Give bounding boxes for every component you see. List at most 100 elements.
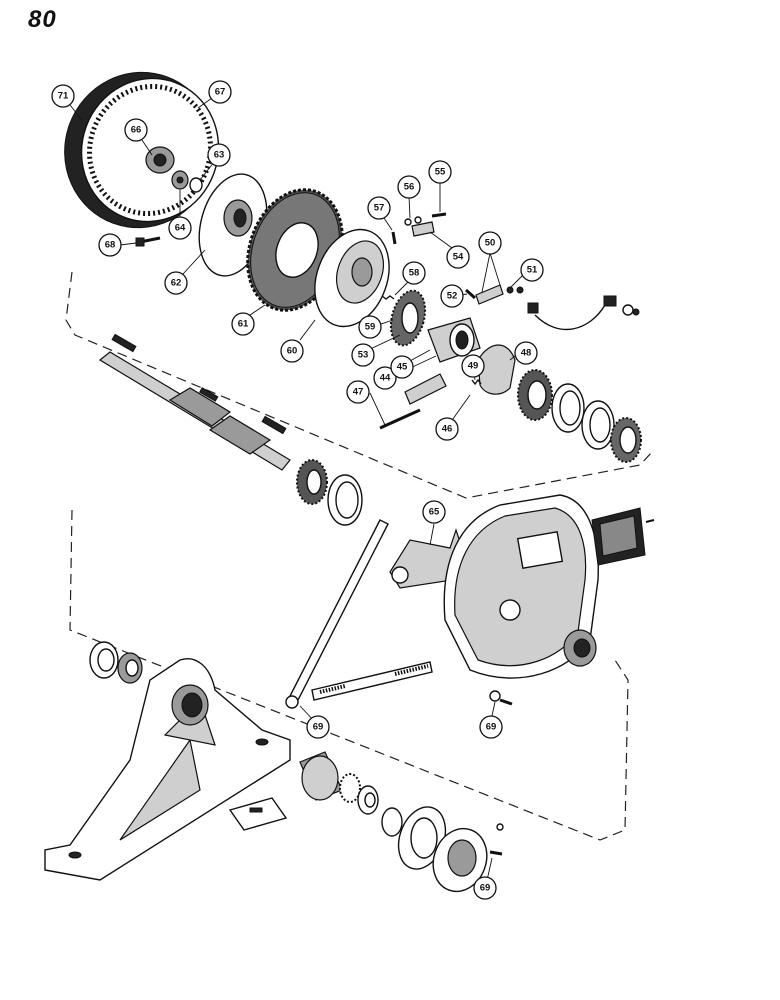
svg-text:51: 51 [527,265,538,276]
washers-part-56 [404,216,422,226]
callout-67: 67 [208,80,232,104]
svg-text:46: 46 [442,424,453,435]
lower-group-outline [69,509,629,841]
svg-text:65: 65 [429,507,440,518]
bolt-part-68 [135,236,161,247]
callout-47: 47 [346,380,370,404]
callout-58: 58 [402,261,426,285]
washer-part-63 [189,177,203,193]
svg-text:71: 71 [58,91,69,102]
svg-text:50: 50 [485,238,496,249]
bearing-cone-upper [517,369,553,421]
callout-60: 60 [280,339,304,363]
bolt-part-47 [379,408,421,430]
svg-text:45: 45 [397,362,408,373]
callout-69-housing: 69 [479,715,503,739]
svg-text:47: 47 [353,387,364,398]
spring-part-58 [381,295,395,300]
bracket-part-46 [404,373,447,405]
callout-45: 45 [390,355,414,379]
svg-text:67: 67 [215,87,226,98]
spring-part-49 [471,378,482,386]
bolt-part-69-housing [489,690,513,706]
svg-text:55: 55 [435,167,446,178]
callout-63: 63 [207,143,231,167]
callout-55: 55 [428,160,452,184]
svg-text:58: 58 [409,268,420,279]
svg-text:69: 69 [480,883,491,894]
hose-assembly [527,295,640,331]
svg-text:48: 48 [521,348,532,359]
callout-50: 50 [478,231,502,255]
pedestal-support [44,658,291,881]
bearing-cup-1 [551,383,585,433]
callout-65: 65 [422,500,446,524]
callout-46: 46 [435,417,459,441]
svg-text:69: 69 [486,722,497,733]
svg-text:61: 61 [238,319,249,330]
lock-washer-lower [339,773,361,803]
svg-text:69: 69 [313,722,324,733]
svg-text:60: 60 [287,346,298,357]
svg-text:68: 68 [105,240,116,251]
svg-text:64: 64 [175,223,186,234]
release-yoke-part-48 [477,344,516,395]
callout-59: 59 [358,315,382,339]
callout-62: 62 [164,271,188,295]
lever-part-54 [411,221,435,237]
svg-text:66: 66 [131,125,142,136]
page-number: 80 [28,6,57,33]
pilot-bearing-part-66 [145,146,175,174]
bearing-cone-2 [610,417,642,463]
bearing-carrier-part-45 [427,317,481,363]
callout-56: 56 [397,175,421,199]
callout-48: 48 [514,341,538,365]
inspection-cover [591,507,646,566]
callout-64: 64 [168,216,192,240]
collar-part-53 [389,289,427,347]
callout-61: 61 [231,312,255,336]
callout-51: 51 [520,258,544,282]
svg-text:63: 63 [214,150,225,161]
svg-text:62: 62 [171,278,182,289]
seal-ring-left [89,641,119,679]
callout-44: 44 [373,366,397,390]
callout-52: 52 [440,284,464,308]
clutch-housing [443,494,599,679]
nut-lower [357,785,379,815]
callout-71: 71 [51,84,75,108]
svg-text:44: 44 [380,373,391,384]
shaft-bearing-cup [327,474,363,526]
bushing-left [117,652,143,684]
svg-text:52: 52 [447,291,458,302]
svg-text:53: 53 [358,350,369,361]
cover-screw [645,519,655,523]
screw-part-55 [431,212,447,218]
callout-66: 66 [124,118,148,142]
bushing-part-64 [171,170,189,190]
pin-part-57 [391,231,397,245]
callout-53: 53 [351,343,375,367]
bearing-lower [299,751,343,801]
svg-text:57: 57 [374,203,385,214]
cap-screws-lower [489,823,504,856]
callout-69-cap: 69 [473,876,497,900]
upper-group-outline [65,271,653,499]
callout-49: 49 [461,354,485,378]
release-rod [285,519,389,709]
clutch-plate-part-60 [314,228,390,328]
svg-text:49: 49 [468,361,479,372]
threaded-rod [311,661,433,701]
link-plates-part-50 [475,284,504,305]
pedestal-shim [228,797,288,831]
shaft-bearing-cone [296,459,328,505]
clutch-shaft [98,333,291,471]
callout-54: 54 [446,245,470,269]
callout-68: 68 [98,233,122,257]
bearing-cup-2 [581,400,615,450]
callout-69-rod: 69 [306,715,330,739]
svg-text:56: 56 [404,182,415,193]
link-part-52 [465,288,476,300]
seal-lower [381,807,403,837]
